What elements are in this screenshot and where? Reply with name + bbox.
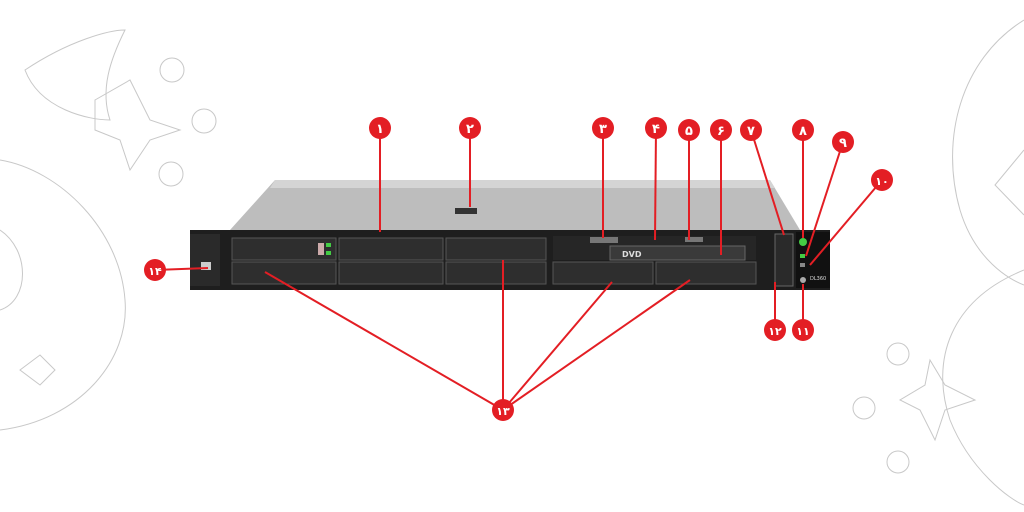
usb-ports-panel (774, 233, 794, 287)
callout-7: ۷ (740, 119, 762, 141)
callout-label: ۹ (839, 136, 847, 151)
callouts: ۱ ۲ ۳ ۴ ۵ ۶ ۷ ۸ ۹ ۱۰ ۱۱ ۱۲ ۱۳ ۱۴ (144, 117, 893, 421)
drive-bay[interactable] (445, 237, 547, 261)
display-port[interactable] (590, 237, 618, 243)
drive-bay[interactable] (338, 237, 444, 261)
usb-port[interactable] (685, 237, 703, 242)
drive-bay[interactable] (231, 237, 337, 261)
callout-label: ۴ (652, 122, 660, 137)
drive-bays (231, 237, 757, 285)
hpe-logo (455, 208, 477, 214)
callout-label: ۱ (376, 122, 384, 137)
callout-label: ۸ (799, 124, 807, 139)
drive-bay[interactable] (552, 261, 654, 285)
callout-4: ۴ (645, 117, 667, 139)
drive-bay[interactable] (445, 261, 547, 285)
left-ear (190, 234, 220, 286)
model-label: DL360 (810, 276, 826, 282)
nic-led (800, 263, 805, 267)
server-chassis: DVD DL360 (190, 180, 830, 290)
callout-label: ۱۰ (875, 175, 888, 188)
uid-button[interactable] (800, 277, 806, 283)
health-led (800, 254, 805, 258)
callout-label: ۱۴ (148, 265, 162, 278)
callout-label: ۳ (599, 122, 607, 137)
drive-bay[interactable] (338, 261, 444, 285)
callout-8: ۸ (792, 119, 814, 141)
callout-13: ۱۳ (492, 399, 514, 421)
drive-bay[interactable] (655, 261, 757, 285)
dvd-drive[interactable] (609, 245, 746, 261)
callout-3: ۳ (592, 117, 614, 139)
callout-12: ۱۲ (764, 319, 786, 341)
callout-label: ۲ (466, 122, 474, 137)
callout-14: ۱۴ (144, 259, 166, 281)
callout-label: ۵ (685, 124, 693, 139)
callout-2: ۲ (459, 117, 481, 139)
leader-lines (154, 127, 883, 411)
drive-bay[interactable] (231, 261, 337, 285)
callout-9: ۹ (832, 131, 854, 153)
callout-label: ۱۲ (768, 325, 782, 338)
background-decoration (0, 19, 1024, 506)
callout-10: ۱۰ (871, 169, 893, 191)
callout-6: ۶ (710, 119, 732, 141)
callout-11: ۱۱ (792, 319, 814, 341)
callout-label: ۱۳ (496, 405, 510, 418)
callout-label: ۱۱ (796, 325, 809, 338)
callout-1: ۱ (369, 117, 391, 139)
dvd-label: DVD (622, 250, 642, 259)
power-button[interactable] (799, 238, 807, 246)
callout-label: ۶ (717, 124, 725, 139)
callout-label: ۷ (747, 124, 755, 139)
callout-5: ۵ (678, 119, 700, 141)
serial-label-tab[interactable] (201, 262, 211, 270)
